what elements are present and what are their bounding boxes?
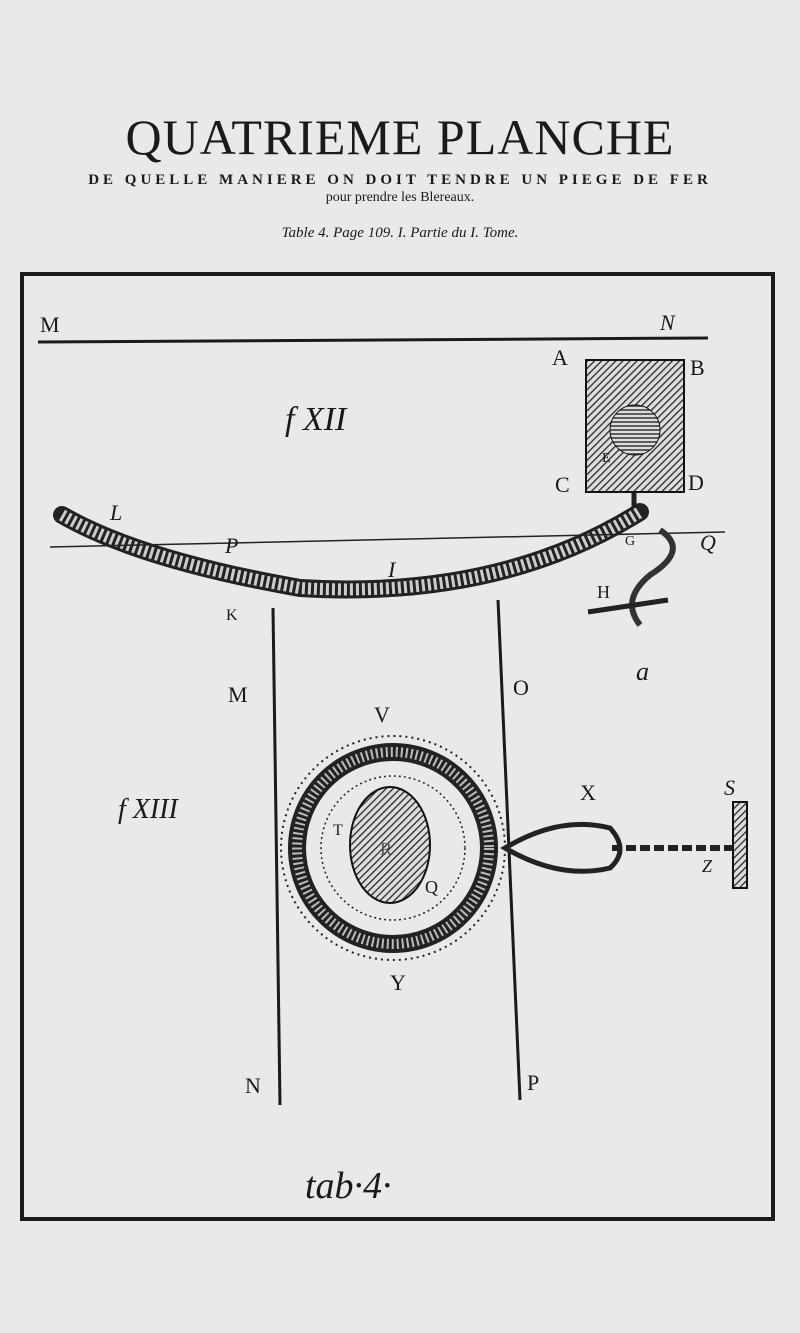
label-q-top: Q	[700, 530, 716, 555]
label-q-mid: Q	[425, 877, 438, 897]
trap-bait-plate	[349, 786, 431, 904]
plate-disc	[609, 404, 661, 456]
label-s: S	[724, 775, 735, 800]
stake-s	[732, 801, 748, 889]
label-n-top: N	[659, 310, 676, 335]
label-n-bottom: N	[245, 1073, 261, 1098]
plate-caption: tab·4·	[305, 1165, 392, 1207]
rope	[629, 527, 676, 627]
line-mn-top	[37, 336, 709, 344]
label-k: K	[226, 607, 238, 624]
label-t: T	[333, 822, 343, 839]
label-e: E	[602, 451, 611, 466]
label-a: A	[552, 345, 568, 370]
cord-line	[49, 531, 726, 548]
bent-pole	[53, 503, 649, 599]
plate-subtitle: DE QUELLE MANIERE ON DOIT TENDRE UN PIEG…	[88, 172, 712, 188]
page-reference: Table 4. Page 109. I. Partie du I. Tome.	[281, 225, 519, 241]
label-b: B	[690, 355, 705, 380]
label-a-lower: a	[636, 657, 649, 686]
figure-13-label: f XIII	[118, 794, 180, 825]
label-p-top: P	[224, 533, 238, 558]
figure-12-label: f XII	[285, 401, 348, 438]
label-y: Y	[390, 970, 406, 995]
trap-loop	[500, 821, 623, 874]
peg-h	[587, 597, 669, 615]
plate-frame	[20, 272, 775, 1221]
label-c: C	[555, 472, 570, 497]
label-o: O	[513, 675, 529, 700]
label-m-mid: M	[228, 682, 248, 707]
label-v: V	[374, 702, 390, 727]
line-mn-left	[271, 607, 282, 1106]
plate-subtitle-2: pour prendre les Blereaux.	[325, 190, 475, 205]
plate-title: QUATRIEME PLANCHE	[125, 109, 675, 165]
label-d: D	[688, 470, 704, 495]
label-i: I	[387, 557, 397, 582]
label-p-bottom: P	[527, 1070, 539, 1095]
label-m-top: M	[40, 312, 60, 337]
label-h: H	[597, 582, 610, 602]
label-z: Z	[702, 856, 713, 876]
label-l: L	[109, 500, 122, 525]
label-x: X	[580, 780, 596, 805]
label-g: G	[625, 534, 635, 549]
trap-inner-dotted	[320, 775, 466, 921]
label-r: R	[380, 839, 392, 859]
